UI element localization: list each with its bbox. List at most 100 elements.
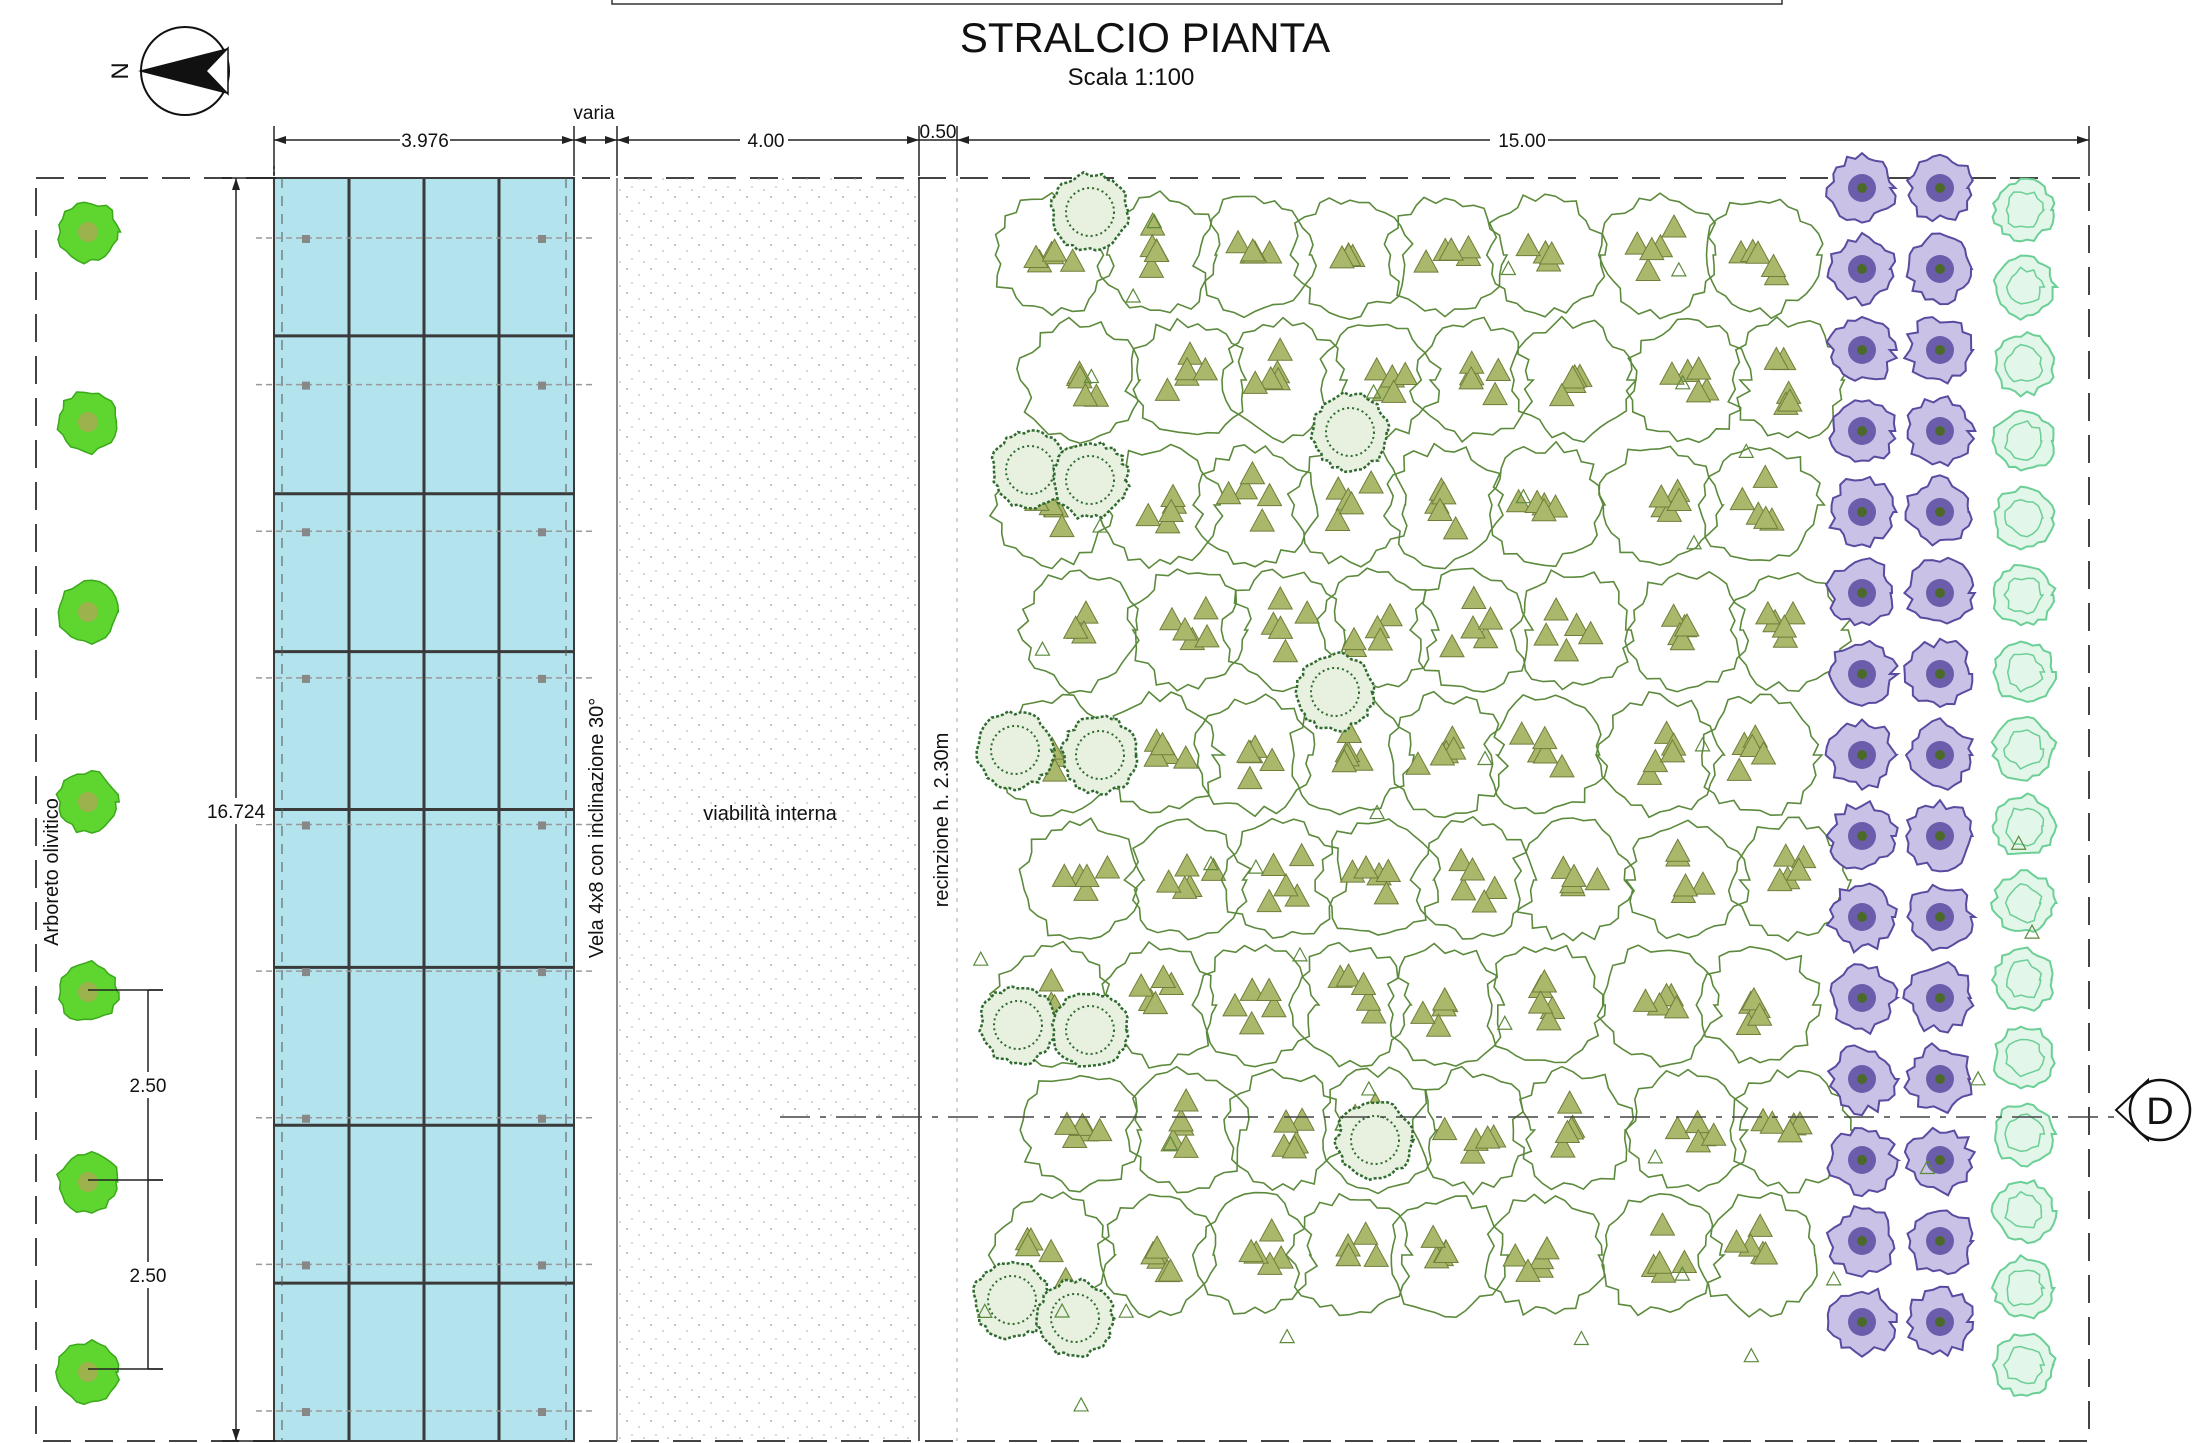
foliage-leaf xyxy=(1632,988,1659,1012)
foliage-leaf xyxy=(1392,361,1419,385)
foliage-leaf xyxy=(1531,968,1558,993)
lavender-icon xyxy=(1824,718,1900,792)
foliage-leaf xyxy=(1747,1213,1774,1237)
foliage-leaf xyxy=(1648,483,1675,508)
shrub-cluster-icon xyxy=(1221,316,1349,444)
lavender-stem xyxy=(1857,1074,1867,1084)
shrub-outline xyxy=(1386,942,1506,1067)
mint-outline xyxy=(1992,1025,2056,1090)
foliage-leaf xyxy=(1745,240,1771,264)
shrub-cluster-icon xyxy=(1096,1193,1218,1319)
mint-shrub-icon xyxy=(1990,1254,2056,1320)
sail-label: Vela 4x8 con inclinazione 30° xyxy=(586,698,608,958)
foliage-leaf xyxy=(1338,490,1365,515)
foliage-leaf xyxy=(1192,356,1219,381)
scatter-leaf xyxy=(1970,1070,1987,1086)
scatter-leaf xyxy=(1825,1270,1842,1286)
lavender-stem xyxy=(1857,588,1867,598)
dark-shrub-core xyxy=(1075,730,1125,780)
shrub-cluster-icon xyxy=(1126,568,1252,692)
scatter-leaf xyxy=(1291,946,1308,962)
foliage-leaf xyxy=(1458,365,1485,390)
shrub-cluster-icon xyxy=(1017,569,1140,695)
shrub-outline xyxy=(1019,1074,1143,1193)
foliage-leaf xyxy=(1431,986,1458,1011)
scatter-leaf xyxy=(1685,534,1702,550)
foliage-leaf xyxy=(1785,857,1812,881)
foliage-leaf xyxy=(1157,1258,1184,1282)
scatter-leaf xyxy=(1125,287,1142,303)
foliage-leaf xyxy=(1439,633,1465,658)
foliage-leaf xyxy=(1471,888,1498,913)
dim-varia: varia xyxy=(573,103,615,124)
foliage-leaf xyxy=(1073,600,1099,624)
foliage-leaf xyxy=(1353,854,1379,879)
shrub-cluster-icon xyxy=(1019,1074,1143,1193)
dark-shrub-icon xyxy=(1294,650,1376,733)
shrub-cluster-icon xyxy=(1390,1195,1510,1319)
foliage-leaf xyxy=(1635,257,1661,281)
foliage-leaf xyxy=(1559,364,1586,389)
panel-post xyxy=(302,528,310,537)
foliage-leaf xyxy=(1556,1090,1583,1114)
shrub-cluster-icon xyxy=(1596,944,1724,1068)
lavender-icon xyxy=(1904,474,1973,547)
foliage-leaf xyxy=(1427,497,1453,521)
lavender-stem xyxy=(1935,183,1945,193)
foliage-leaf xyxy=(1232,475,1259,500)
foliage-leaf xyxy=(1481,875,1508,900)
foliage-leaf xyxy=(1281,1134,1308,1159)
foliage-leaf xyxy=(1059,248,1086,272)
dark-shrub-icon xyxy=(1049,170,1131,252)
scatter-leaf xyxy=(1674,374,1691,390)
foliage-leaf xyxy=(1294,600,1320,624)
shrub-outline xyxy=(1483,693,1609,815)
mint-shrub-icon xyxy=(1994,331,2056,398)
lavender-icon xyxy=(1824,557,1894,627)
scatter-leaf xyxy=(1118,1302,1135,1318)
foliage-leaf xyxy=(1420,1224,1446,1248)
dim-height: 16.724 xyxy=(207,802,266,823)
foliage-leaf xyxy=(1460,585,1487,609)
mint-inner xyxy=(2005,266,2046,305)
lavender-icon xyxy=(1906,1209,1976,1276)
foliage-leaf xyxy=(1763,346,1790,370)
mint-shrub-icon xyxy=(1991,1332,2057,1398)
mint-inner xyxy=(2005,191,2046,228)
shrub-outline xyxy=(1390,1195,1510,1319)
panel-post xyxy=(302,674,310,683)
shrub-cluster-icon xyxy=(1509,315,1637,443)
shrub-outline xyxy=(1286,448,1408,568)
dark-shrub-icon xyxy=(1333,1101,1416,1182)
foliage-leaf xyxy=(1723,1229,1750,1253)
dark-shrub-outline xyxy=(1050,991,1130,1068)
panel-post xyxy=(302,1408,310,1416)
scatter-leaf xyxy=(1674,1265,1691,1281)
foliage-leaf xyxy=(1128,973,1154,997)
scatter-leaf xyxy=(1496,1015,1513,1030)
panel-post xyxy=(538,674,546,683)
foliage-leaf xyxy=(1143,743,1170,767)
mint-inner xyxy=(2005,959,2043,999)
scatter-leaf xyxy=(2010,834,2027,850)
foliage-leaf xyxy=(1548,382,1575,407)
foliage-leaf xyxy=(1455,234,1482,259)
foliage-leaf xyxy=(1273,1109,1299,1133)
foliage-leaf xyxy=(1259,747,1285,772)
shrub-outline xyxy=(1411,1065,1537,1196)
foliage-leaf xyxy=(1700,1122,1727,1146)
foliage-leaf xyxy=(1072,382,1099,407)
foliage-leaf xyxy=(1777,388,1803,412)
foliage-leaf xyxy=(1771,614,1798,638)
foliage-leaf xyxy=(1014,1232,1041,1257)
foliage-leaf xyxy=(1624,231,1651,255)
mint-inner xyxy=(2003,729,2045,770)
dark-shrub-core xyxy=(1050,1293,1100,1343)
scatter-leaf xyxy=(1573,1330,1590,1346)
shrub-cluster-icon xyxy=(1192,444,1319,568)
dark-shrub-outline xyxy=(978,985,1059,1066)
foliage-leaf xyxy=(1505,488,1532,513)
foliage-leaf xyxy=(1267,337,1293,361)
foliage-leaf xyxy=(1460,614,1486,639)
foliage-leaf xyxy=(1459,857,1486,881)
